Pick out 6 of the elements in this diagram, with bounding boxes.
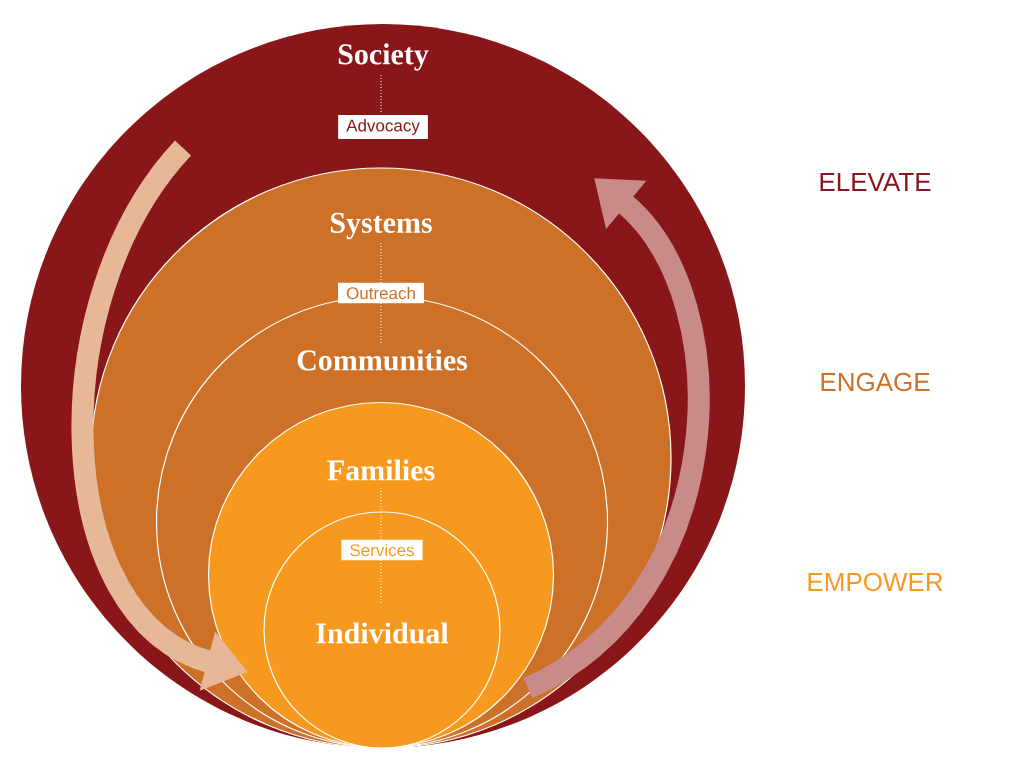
level-label: EMPOWER: [808, 572, 943, 592]
tag-box: Advocacy: [338, 115, 428, 139]
tag-box: Services: [341, 539, 423, 561]
level-label: ENGAGE: [821, 372, 930, 392]
tag-box: Outreach: [338, 282, 424, 304]
level-label: ELEVATE: [820, 173, 931, 191]
